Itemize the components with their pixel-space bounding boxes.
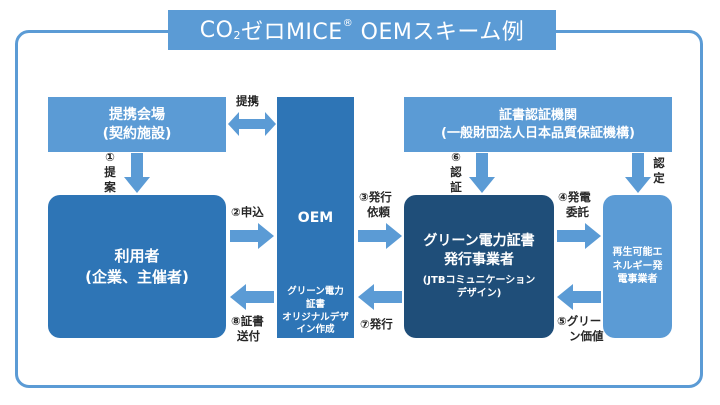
partner-double-arrow bbox=[228, 112, 276, 136]
arrow-proposal-down bbox=[124, 153, 150, 193]
arrow-apply-right bbox=[230, 223, 274, 249]
node-partner-venue: 提携会場 (契約施設) bbox=[48, 97, 226, 152]
label-send-certificate: ⑧証書 送付 bbox=[231, 314, 264, 343]
label-proposal: ① 提 案 bbox=[104, 150, 116, 194]
arrow-certify-down bbox=[469, 153, 495, 193]
node-user: 利用者 (企業、主催者) bbox=[48, 195, 226, 338]
node-generator: 再生可能エ ネルギー発 電事業者 bbox=[603, 195, 672, 338]
label-apply: ②申込 bbox=[231, 205, 264, 219]
arrow-approve-down bbox=[625, 153, 651, 193]
label-partner: 提携 bbox=[236, 94, 259, 108]
arrow-send-left bbox=[230, 284, 274, 310]
label-certify: ⑥ 認 証 bbox=[450, 150, 462, 194]
label-issue: ⑦発行 bbox=[360, 317, 393, 331]
label-generation-commission: ④発電 委託 bbox=[558, 190, 591, 219]
arrow-issue-request-right bbox=[358, 223, 402, 249]
node-certification-body: 証書認証機関 (一般財団法人日本品質保証機構) bbox=[404, 97, 672, 152]
arrow-issue-left bbox=[358, 284, 402, 310]
node-issuer: グリーン電力証書 発行事業者 (JTBコミュニケーション デザイン) bbox=[404, 195, 554, 338]
label-green-value: ⑤グリー ン価値 bbox=[557, 314, 604, 343]
label-approve: 認 定 bbox=[653, 156, 665, 185]
arrow-green-value-left bbox=[557, 284, 601, 310]
node-oem: OEM グリーン電力 証書 オリジナルデザ イン作成 bbox=[277, 97, 354, 338]
arrow-generation-commission-right bbox=[557, 223, 601, 249]
label-issue-request: ③発行 依頼 bbox=[359, 190, 392, 219]
